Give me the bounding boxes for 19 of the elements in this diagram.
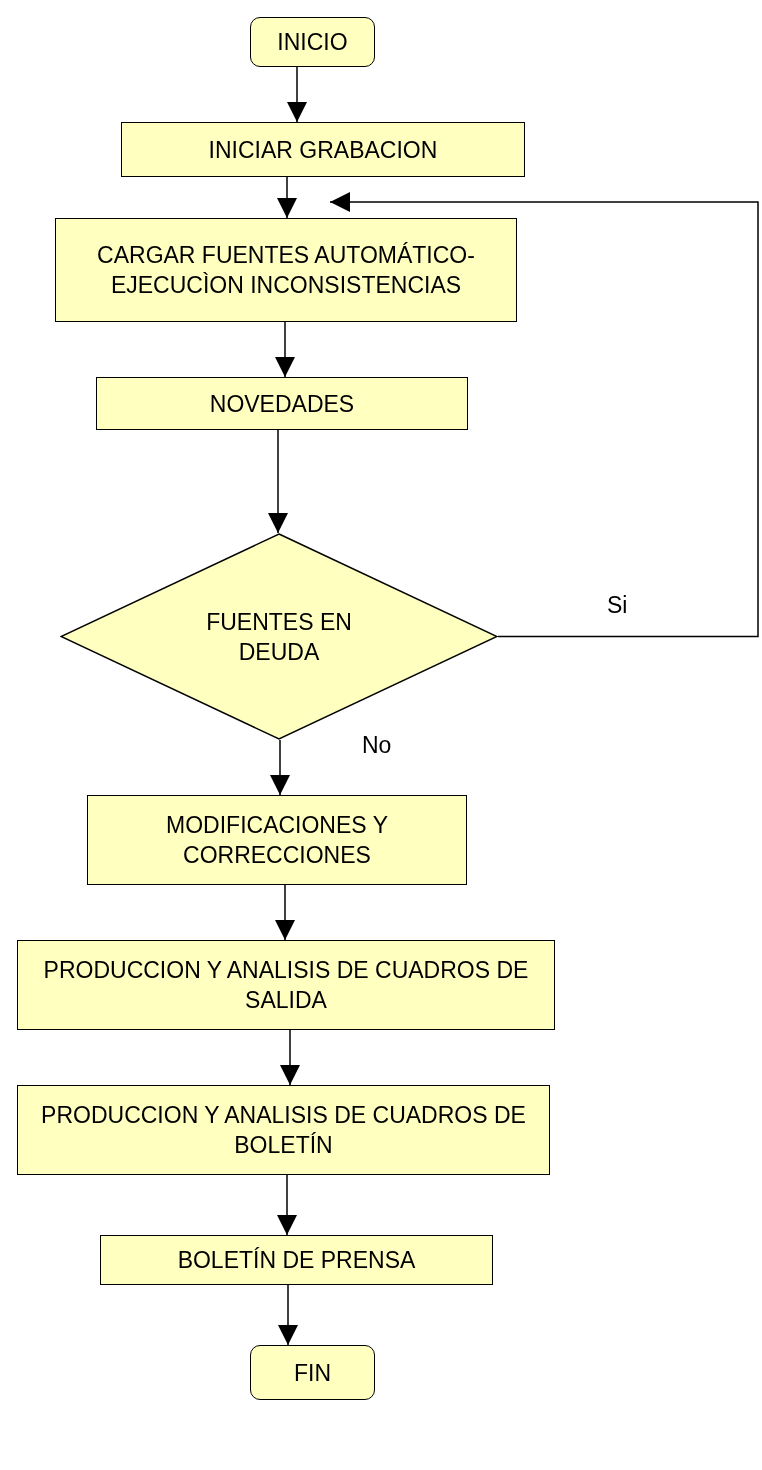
arrow — [277, 1174, 297, 1236]
arrow — [275, 321, 295, 378]
process-box: NOVEDADES — [96, 377, 468, 430]
process-box: CARGAR FUENTES AUTOMÁTICO-EJECUCÌON INCONSISTENCIAS — [55, 218, 517, 322]
process-box: MODIFICACIONES Y CORRECCIONES — [87, 795, 467, 885]
terminal-box: FIN — [250, 1345, 375, 1400]
arrow — [329, 192, 759, 638]
process-box: BOLETÍN DE PRENSA — [100, 1235, 493, 1285]
arrow — [287, 66, 307, 123]
arrow — [270, 739, 290, 796]
process-box: PRODUCCION Y ANALISIS DE CUADROS DE BOLETÍN — [17, 1085, 550, 1175]
arrow — [280, 1029, 300, 1086]
arrow — [278, 1284, 298, 1346]
terminal-box: INICIO — [250, 17, 375, 67]
arrow — [275, 884, 295, 941]
process-box: INICIAR GRABACION — [121, 122, 525, 177]
arrow — [268, 429, 288, 534]
process-box: PRODUCCION Y ANALISIS DE CUADROS DE SALIDA — [17, 940, 555, 1030]
arrow — [277, 176, 297, 219]
